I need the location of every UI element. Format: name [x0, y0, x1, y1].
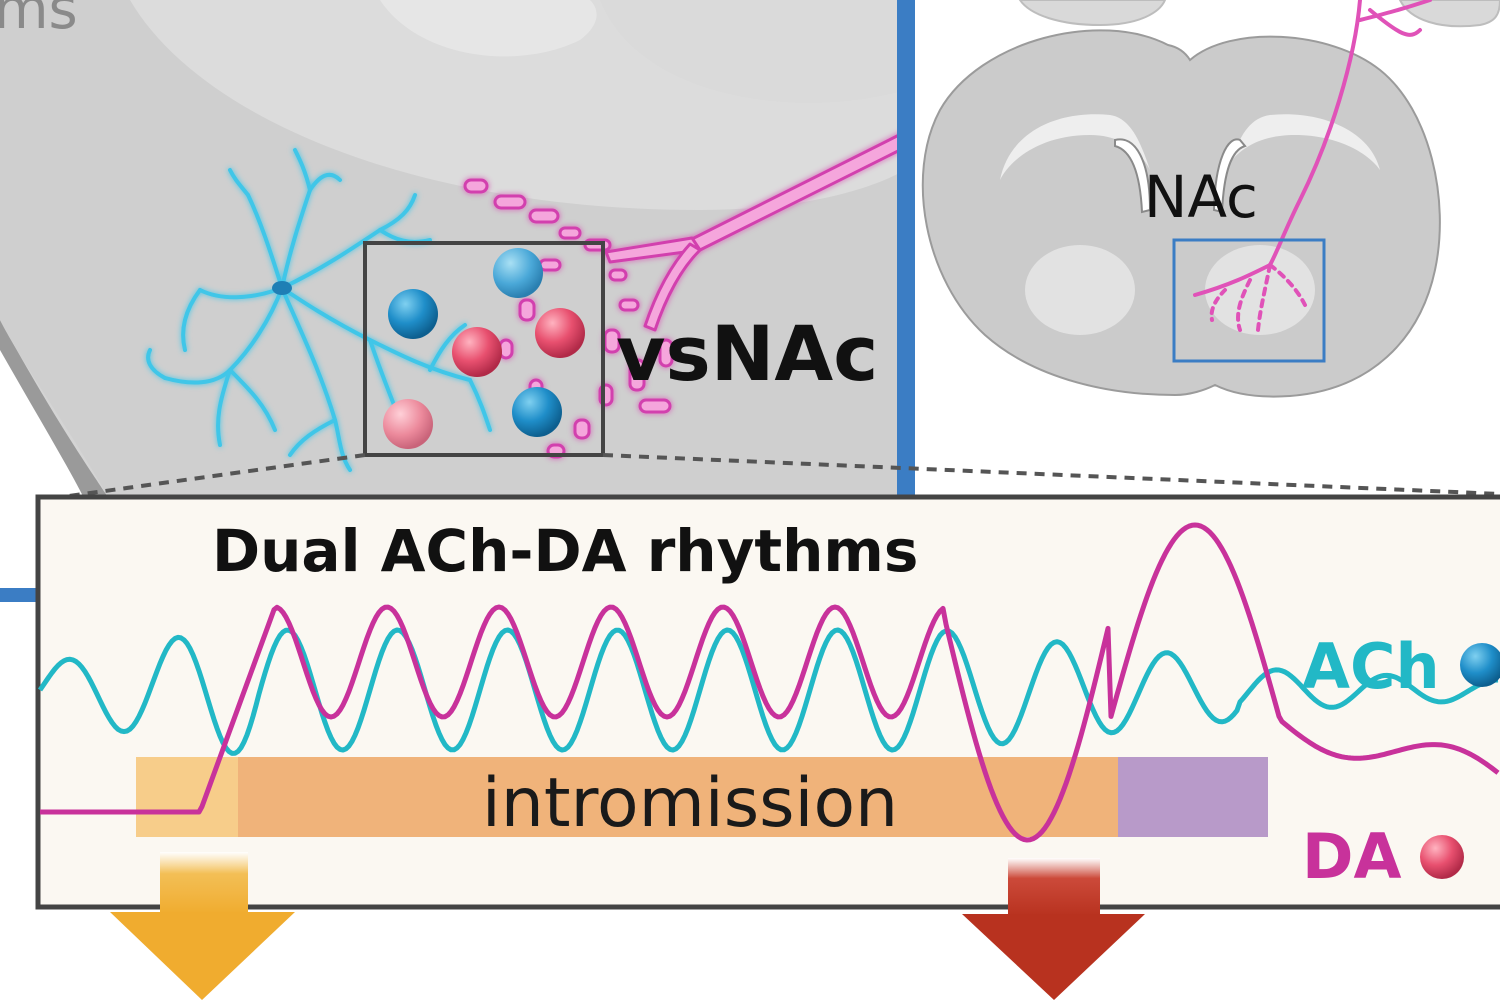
- left-panel: ms: [0, 0, 907, 500]
- down-arrow-icon: [110, 852, 295, 1000]
- panel-connector: [0, 588, 40, 602]
- down-arrow-icon: [962, 858, 1145, 1000]
- zoom-box: [363, 241, 605, 457]
- cholinergic-interneuron: [146, 148, 492, 472]
- zoom-line-right: [602, 453, 1500, 496]
- da-legend-label: DA: [1302, 820, 1401, 893]
- da-vesicle-icon: [1420, 835, 1464, 879]
- phase-bar-intromission: [238, 757, 1118, 837]
- right-panel: NAc: [915, 0, 1500, 495]
- da-trace: [40, 522, 1500, 843]
- vsnac-label: vsNAc: [616, 309, 878, 398]
- partial-title: ms: [0, 0, 78, 42]
- nac-box: [1172, 238, 1326, 363]
- ach-vesicle-icon: [493, 248, 543, 298]
- da-vesicle-icon: [535, 308, 585, 358]
- ach-vesicle-icon: [512, 387, 562, 437]
- dopamine-projection: [1193, 0, 1432, 332]
- da-vesicle-icon: [452, 327, 502, 377]
- dopamine-axon-terminals: [463, 130, 907, 459]
- interneuron-soma: [272, 281, 292, 295]
- rhythm-panel: Dual ACh-DA rhythms intromission ACh DA: [35, 494, 1500, 910]
- ach-legend-label: ACh: [1302, 630, 1440, 703]
- panel-divider: [897, 0, 915, 495]
- intromission-label: intromission: [482, 764, 898, 843]
- rhythm-title: Dual ACh-DA rhythms: [212, 517, 918, 585]
- phase-bar-early: [136, 757, 238, 837]
- ach-vesicle-icon: [1460, 643, 1500, 687]
- zoom-line-left: [39, 453, 366, 502]
- da-vesicle-icon: [383, 399, 433, 449]
- ach-trace: [37, 627, 1499, 756]
- phase-bar-late: [1118, 757, 1268, 837]
- ach-vesicle-icon: [388, 289, 438, 339]
- nac-label: NAc: [1144, 163, 1258, 231]
